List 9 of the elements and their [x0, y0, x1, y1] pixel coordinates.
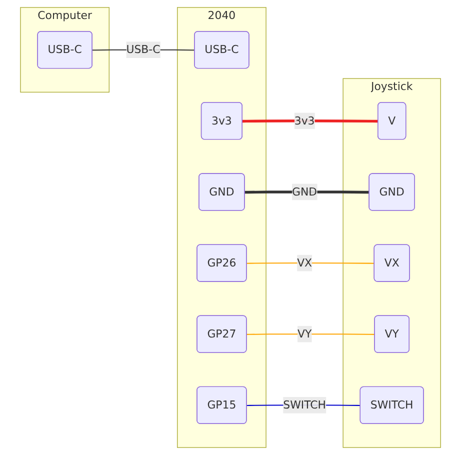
edge-label: USB-C [126, 43, 161, 56]
edge-label: 3v3 [294, 114, 316, 128]
connector [247, 262, 375, 264]
edge-label: SWITCH [284, 398, 326, 412]
connector [242, 120, 379, 123]
edge-label: VY [298, 327, 312, 340]
connector [247, 334, 376, 335]
edge-label: GND [292, 185, 318, 198]
edge-label: VX [298, 256, 312, 270]
